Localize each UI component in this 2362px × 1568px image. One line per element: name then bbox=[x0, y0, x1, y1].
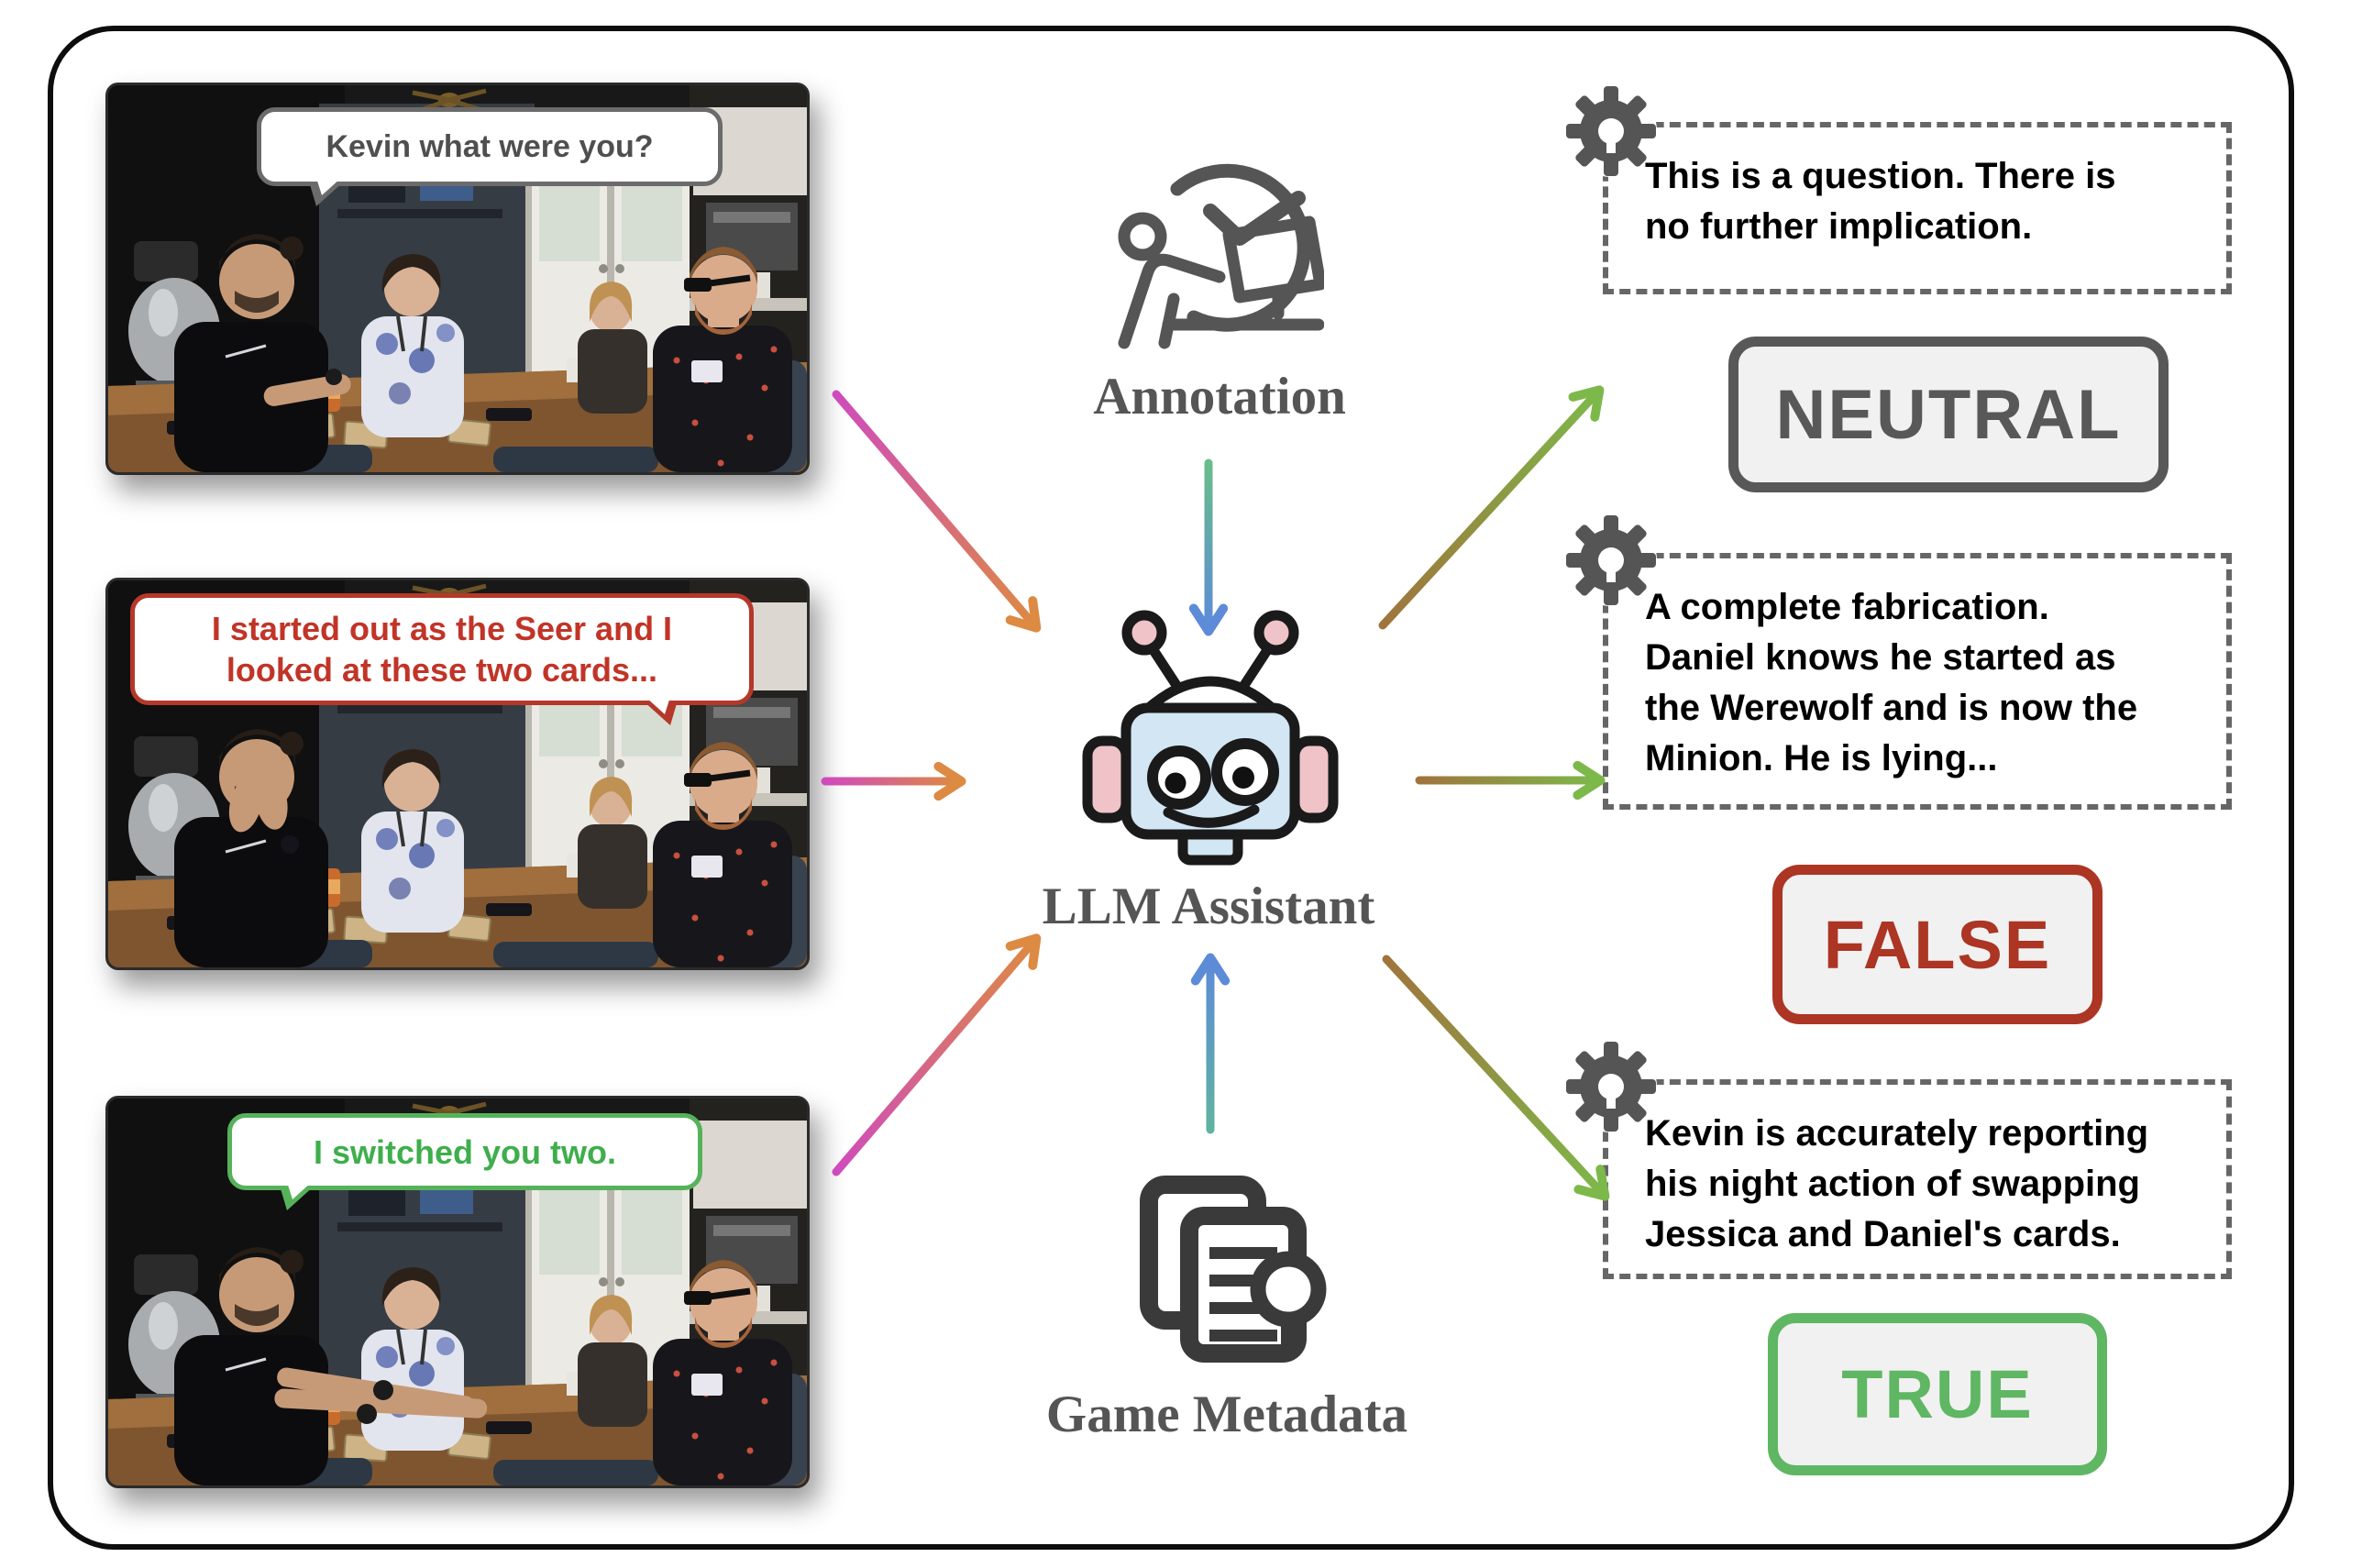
gear-icon bbox=[1563, 1039, 1659, 1134]
verdict-badge-true: TRUE bbox=[1768, 1313, 2107, 1475]
verdict-true-text: TRUE bbox=[1841, 1356, 2034, 1432]
game-metadata-icon bbox=[1114, 1174, 1330, 1366]
explanation-text-true: Kevin is accurately reporting his night … bbox=[1645, 1113, 2149, 1254]
explanation-box-neutral: This is a question. There is no further … bbox=[1603, 122, 2232, 294]
verdict-neutral-text: NEUTRAL bbox=[1775, 375, 2122, 454]
video-frame-switch-claim: I switched you two. bbox=[105, 1096, 810, 1488]
explanation-box-false: A complete fabrication. Daniel knows he … bbox=[1603, 553, 2232, 810]
speech-bubble-seer-text: I started out as the Seer and I looked a… bbox=[211, 610, 673, 689]
speech-bubble-question-text: Kevin what were you? bbox=[326, 128, 654, 164]
gear-icon bbox=[1563, 83, 1659, 179]
annotation-label: Annotation bbox=[1093, 368, 1346, 425]
speech-bubble-switch-text: I switched you two. bbox=[313, 1132, 617, 1171]
robot-icon bbox=[1080, 605, 1341, 871]
annotation-icon bbox=[1111, 154, 1327, 356]
speech-bubble-switch-claim: I switched you two. bbox=[227, 1113, 702, 1210]
verdict-false-text: FALSE bbox=[1823, 906, 2052, 983]
video-frame-question: Kevin what were you? bbox=[105, 83, 810, 475]
gear-icon bbox=[1563, 513, 1659, 608]
verdict-badge-false: FALSE bbox=[1772, 865, 2103, 1024]
game-metadata-label: Game Metadata bbox=[1045, 1386, 1408, 1443]
explanation-box-true: Kevin is accurately reporting his night … bbox=[1603, 1079, 2232, 1279]
speech-bubble-seer-claim: I started out as the Seer and I looked a… bbox=[130, 593, 754, 725]
speech-bubble-question: Kevin what were you? bbox=[257, 107, 723, 206]
explanation-text-false: A complete fabrication. Daniel knows he … bbox=[1645, 587, 2138, 778]
verdict-badge-neutral: NEUTRAL bbox=[1728, 337, 2169, 492]
video-frame-seer-claim: I started out as the Seer and I looked a… bbox=[105, 578, 810, 970]
llm-assistant-label: LLM Assistant bbox=[1042, 878, 1375, 935]
explanation-text-neutral: This is a question. There is no further … bbox=[1645, 156, 2116, 247]
